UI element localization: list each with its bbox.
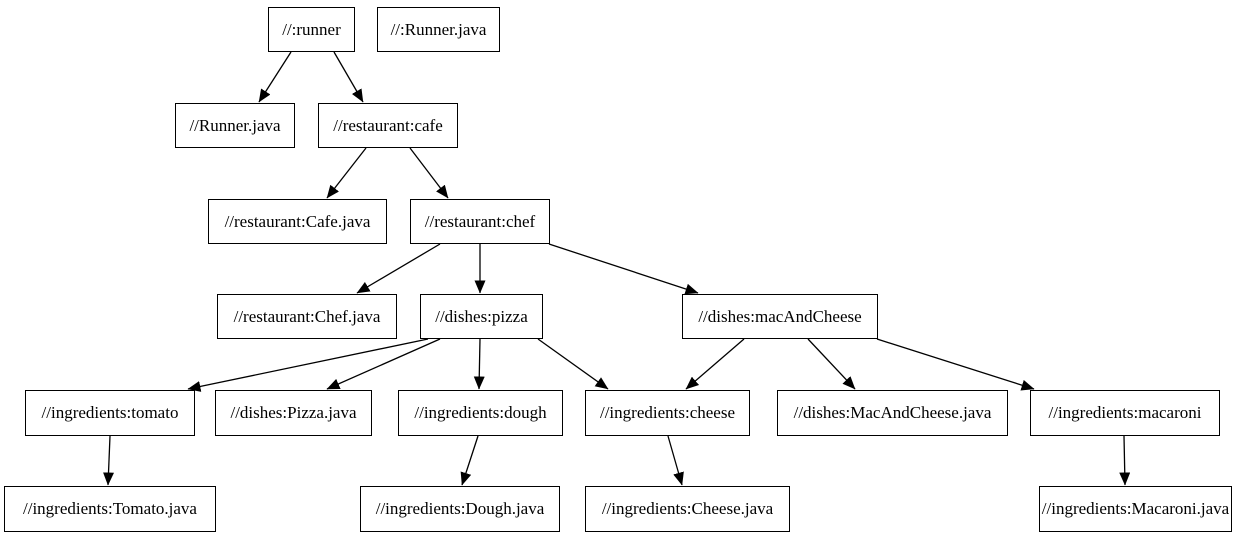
graph-edge-mac_and_cheese-to-cheese: [685, 338, 745, 390]
graph-node-label: //dishes:pizza: [435, 306, 528, 326]
graph-node-label: //ingredients:cheese: [599, 403, 735, 422]
graph-node-chef_java: //restaurant:Chef.java: [217, 294, 397, 339]
graph-node-label: //ingredients:dough: [414, 403, 547, 422]
graph-node-tomato_java: //ingredients:Tomato.java: [4, 486, 216, 532]
graph-edge-cafe-to-cafe_java: [326, 147, 367, 199]
graph-edge-pizza-to-pizza_java: [326, 338, 441, 390]
graph-node-mac_and_cheese_java: //dishes:MacAndCheese.java: [777, 390, 1008, 436]
graph-node-pizza_java: //dishes:Pizza.java: [215, 390, 372, 436]
graph-edge-macaroni-to-macaroni_java: [1119, 435, 1131, 486]
graph-edge-tomato-to-tomato_java: [103, 435, 115, 486]
graph-edge-cafe-to-chef: [409, 147, 449, 199]
graph-node-label: //restaurant:Cafe.java: [224, 211, 371, 231]
graph-node-label: //dishes:MacAndCheese.java: [793, 403, 992, 422]
graph-node-cheese: //ingredients:cheese: [585, 390, 750, 436]
graph-edge-pizza-to-cheese: [537, 338, 609, 390]
graph-node-runner_java: //Runner.java: [175, 103, 295, 148]
graph-node-label: //Runner.java: [189, 115, 281, 135]
graph-edge-mac_and_cheese-to-mac_and_cheese_java: [807, 338, 856, 390]
graph-node-label: //restaurant:cafe: [333, 115, 443, 135]
graph-edge-pizza-to-dough: [473, 338, 485, 390]
graph-edge-cheese-to-cheese_java: [667, 435, 684, 486]
graph-node-chef: //restaurant:chef: [410, 199, 550, 244]
graph-node-cafe_java: //restaurant:Cafe.java: [208, 199, 387, 244]
graph-edge-dough-to-dough_java: [460, 435, 479, 486]
graph-node-pizza: //dishes:pizza: [420, 294, 543, 339]
graph-node-mac_and_cheese: //dishes:macAndCheese: [682, 294, 878, 339]
graph-node-label: //ingredients:macaroni: [1048, 403, 1202, 422]
graph-node-label: //ingredients:Tomato.java: [23, 499, 197, 518]
graph-node-dough_java: //ingredients:Dough.java: [360, 486, 560, 532]
graph-node-tomato: //ingredients:tomato: [25, 390, 195, 436]
graph-node-label: //ingredients:Dough.java: [375, 499, 545, 518]
graph-node-label: //ingredients:Macaroni.java: [1041, 499, 1230, 518]
graph-node-label: //dishes:Pizza.java: [230, 403, 357, 422]
graph-node-macaroni_java: //ingredients:Macaroni.java: [1039, 486, 1232, 532]
graph-edge-pizza-to-tomato: [187, 338, 429, 392]
graph-edge-runner-to-runner_java: [258, 51, 292, 103]
graph-edge-chef-to-chef_java: [356, 243, 441, 294]
graph-node-label: //:runner: [282, 19, 341, 39]
graph-node-label: //:Runner.java: [390, 19, 487, 39]
graph-edge-chef-to-mac_and_cheese: [548, 243, 699, 295]
graph-node-label: //ingredients:tomato: [41, 403, 179, 422]
graph-node-label: //dishes:macAndCheese: [698, 306, 862, 326]
graph-node-cheese_java: //ingredients:Cheese.java: [585, 486, 790, 532]
graph-node-runner: //:runner: [268, 7, 355, 52]
graph-node-label: //restaurant:chef: [424, 211, 536, 231]
graph-node-runner_java_top: //:Runner.java: [377, 7, 500, 52]
graph-edge-runner-to-cafe: [333, 51, 364, 103]
graph-node-dough: //ingredients:dough: [398, 390, 563, 436]
graph-node-cafe: //restaurant:cafe: [318, 103, 458, 148]
graph-node-label: //restaurant:Chef.java: [233, 306, 381, 326]
graph-node-label: //ingredients:Cheese.java: [601, 499, 774, 518]
graph-node-macaroni: //ingredients:macaroni: [1030, 390, 1220, 436]
graph-edge-mac_and_cheese-to-macaroni: [876, 338, 1035, 391]
